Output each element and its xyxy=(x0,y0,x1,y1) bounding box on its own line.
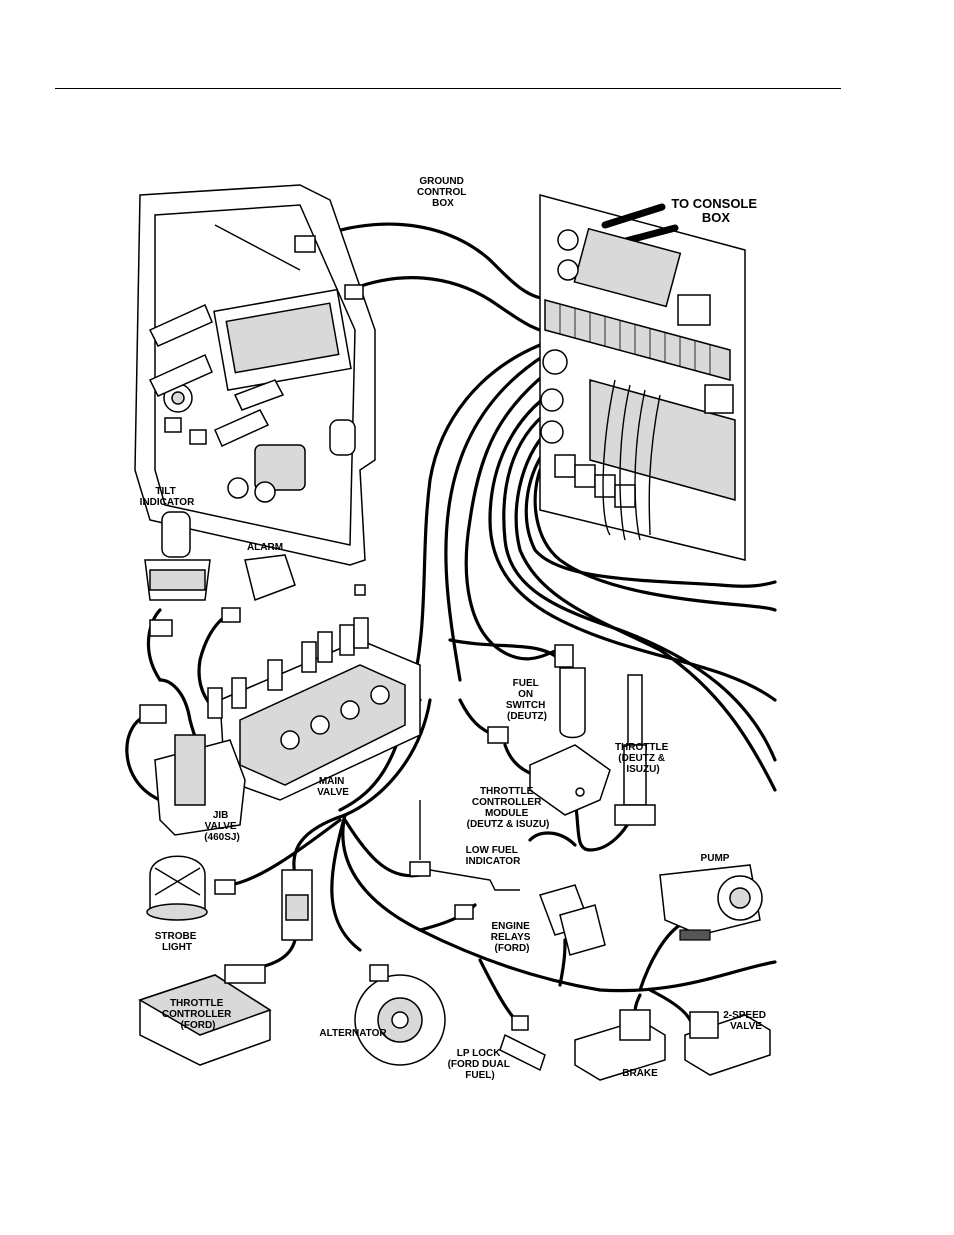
label-fuel-on-switch: FUEL ON SWITCH (DEUTZ) xyxy=(506,678,548,722)
fuel-on-switch xyxy=(554,644,586,739)
label-lp-lock: LP LOCK (FORD DUAL FUEL) xyxy=(448,1048,513,1081)
label-jib-valve: JIB VALVE (460SJ) xyxy=(204,810,240,843)
label-low-fuel-indicator: LOW FUEL INDICATOR xyxy=(466,845,521,867)
main-valve xyxy=(207,584,421,801)
relay-block xyxy=(281,869,313,941)
low-fuel-indicator xyxy=(409,800,520,891)
component-labels: GROUND CONTROL BOX TO CONSOLE BOX TILT I… xyxy=(140,176,769,1081)
terminal-strip xyxy=(559,305,711,374)
label-two-speed-valve: 2-SPEED VALVE xyxy=(723,1010,769,1032)
tilt-indicator xyxy=(144,511,211,637)
lp-lock xyxy=(499,1015,546,1072)
label-engine-relays: ENGINE RELAYS (FORD) xyxy=(491,921,533,954)
label-pump: PUMP xyxy=(701,853,730,864)
pump xyxy=(659,864,763,941)
label-to-console-box: TO CONSOLE BOX xyxy=(671,196,760,225)
jib-valve xyxy=(139,704,246,836)
throttle-controller-ford xyxy=(138,964,272,1066)
label-brake: BRAKE xyxy=(622,1068,658,1079)
engine-relays xyxy=(454,884,606,956)
alarm xyxy=(221,554,296,623)
header-rule xyxy=(55,88,841,89)
alternator xyxy=(354,964,446,1066)
throttle-actuator xyxy=(614,674,656,826)
two-speed-valve xyxy=(684,1011,771,1076)
strobe-light xyxy=(146,855,236,921)
label-throttle: THROTTLE (DEUTZ & ISUZU) xyxy=(615,742,671,775)
label-alternator: ALTERNATOR xyxy=(319,1028,387,1039)
label-main-valve: MAIN VALVE xyxy=(317,776,349,798)
label-tilt-indicator: TILT INDICATOR xyxy=(140,486,195,508)
label-ground-control-box: GROUND CONTROL BOX xyxy=(417,176,469,209)
throttle-controller-module xyxy=(487,726,611,816)
label-alarm: ALARM xyxy=(247,542,283,553)
label-strobe-light: STROBE LIGHT xyxy=(155,931,199,953)
console-panel xyxy=(539,194,746,561)
label-throttle-controller-module: THROTTLE CONTROLLER MODULE (DEUTZ & ISUZ… xyxy=(467,786,550,830)
brake xyxy=(574,1009,666,1081)
ground-control-box xyxy=(134,184,376,566)
label-throttle-controller-ford: THROTTLE CONTROLLER (FORD) xyxy=(162,998,234,1031)
